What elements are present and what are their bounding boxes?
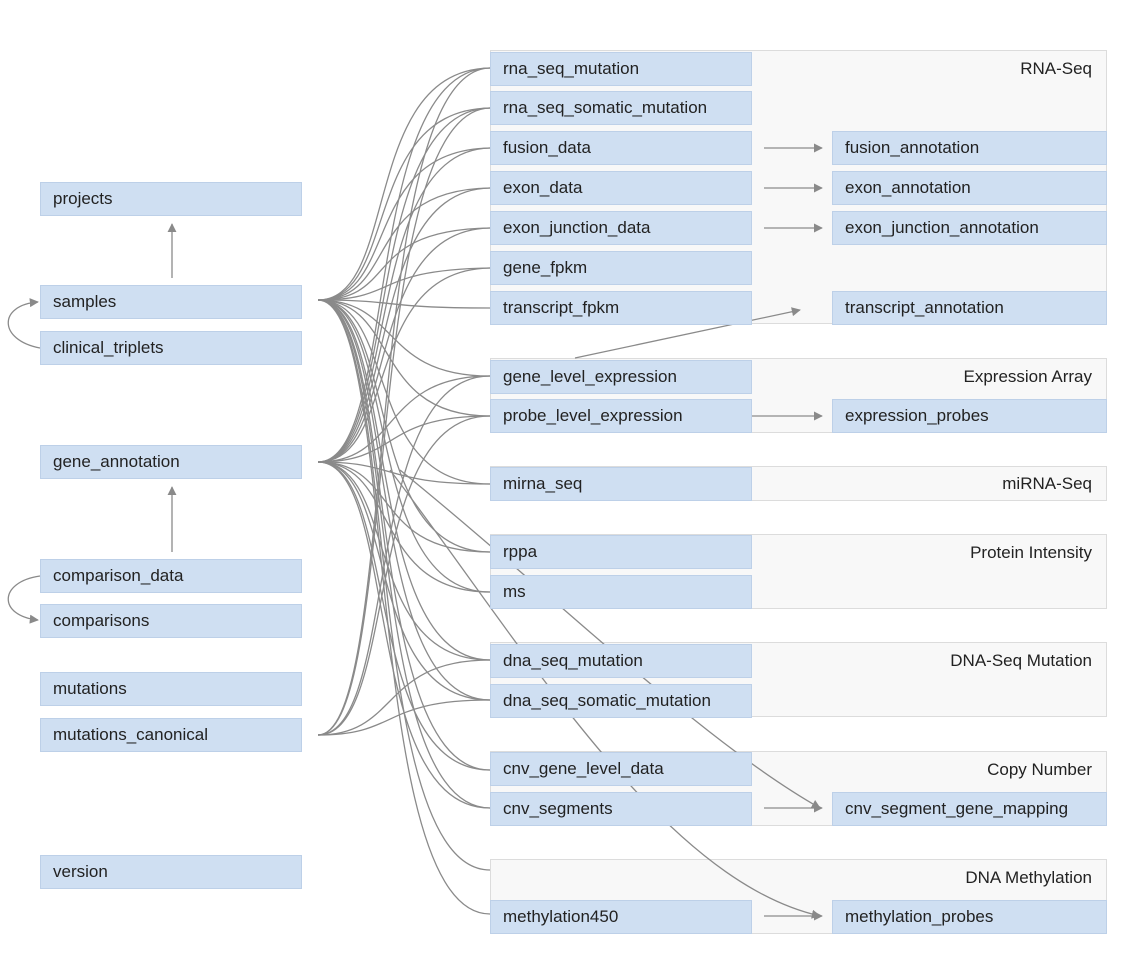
edge-gene-level-to-transcript-annotation xyxy=(574,307,801,359)
edge-to-methylation-probes xyxy=(389,469,821,919)
node-mutations[interactable]: mutations xyxy=(40,672,302,706)
group-label-dna-methylation: DNA Methylation xyxy=(965,868,1092,887)
node-exon-data[interactable]: exon_data xyxy=(490,171,752,205)
node-methylation450[interactable]: methylation450 xyxy=(490,900,752,934)
node-comparison-data[interactable]: comparison_data xyxy=(40,559,302,593)
node-rna-seq-somatic-mutation[interactable]: rna_seq_somatic_mutation xyxy=(490,91,752,125)
group-label-copy-number: Copy Number xyxy=(987,760,1092,779)
node-gene-level-expression[interactable]: gene_level_expression xyxy=(490,360,752,394)
node-cnv-gene-level-data[interactable]: cnv_gene_level_data xyxy=(490,752,752,786)
node-samples[interactable]: samples xyxy=(40,285,302,319)
edge-comparison-data-to-comparisons xyxy=(7,575,41,624)
group-label-expression-array: Expression Array xyxy=(963,367,1093,386)
node-transcript-annotation[interactable]: transcript_annotation xyxy=(832,291,1107,325)
node-transcript-fpkm[interactable]: transcript_fpkm xyxy=(490,291,752,325)
group-label-dna-seq-mutation: DNA-Seq Mutation xyxy=(950,651,1092,670)
node-expression-probes[interactable]: expression_probes xyxy=(832,399,1107,433)
node-mutations-canonical[interactable]: mutations_canonical xyxy=(40,718,302,752)
group-label-protein-intensity: Protein Intensity xyxy=(970,543,1092,562)
node-cnv-segment-gene-mapping[interactable]: cnv_segment_gene_mapping xyxy=(832,792,1107,826)
node-exon-junction-data[interactable]: exon_junction_data xyxy=(490,211,752,245)
node-rppa[interactable]: rppa xyxy=(490,535,752,569)
edge-clinical-triplets-to-samples xyxy=(7,298,41,349)
node-version[interactable]: version xyxy=(40,855,302,889)
node-ms[interactable]: ms xyxy=(490,575,752,609)
node-exon-annotation[interactable]: exon_annotation xyxy=(832,171,1107,205)
group-label-mirna-seq: miRNA-Seq xyxy=(1002,474,1092,493)
node-gene-fpkm[interactable]: gene_fpkm xyxy=(490,251,752,285)
node-dna-seq-somatic-mutation[interactable]: dna_seq_somatic_mutation xyxy=(490,684,752,718)
fan-to-gene-annotation xyxy=(317,67,491,809)
node-comparisons[interactable]: comparisons xyxy=(40,604,302,638)
node-clinical-triplets[interactable]: clinical_triplets xyxy=(40,331,302,365)
node-rna-seq-mutation[interactable]: rna_seq_mutation xyxy=(490,52,752,86)
node-probe-level-expression[interactable]: probe_level_expression xyxy=(490,399,752,433)
node-exon-junction-annotation[interactable]: exon_junction_annotation xyxy=(832,211,1107,245)
node-fusion-annotation[interactable]: fusion_annotation xyxy=(832,131,1107,165)
node-mirna-seq[interactable]: mirna_seq xyxy=(490,467,752,501)
node-gene-annotation[interactable]: gene_annotation xyxy=(40,445,302,479)
fan-to-mutations-canonical xyxy=(317,67,491,736)
node-fusion-data[interactable]: fusion_data xyxy=(490,131,752,165)
node-dna-seq-mutation[interactable]: dna_seq_mutation xyxy=(490,644,752,678)
node-projects[interactable]: projects xyxy=(40,182,302,216)
node-cnv-segments[interactable]: cnv_segments xyxy=(490,792,752,826)
node-methylation-probes[interactable]: methylation_probes xyxy=(832,900,1107,934)
fan-to-samples xyxy=(317,67,491,915)
group-label-rna-seq: RNA-Seq xyxy=(1020,59,1092,78)
